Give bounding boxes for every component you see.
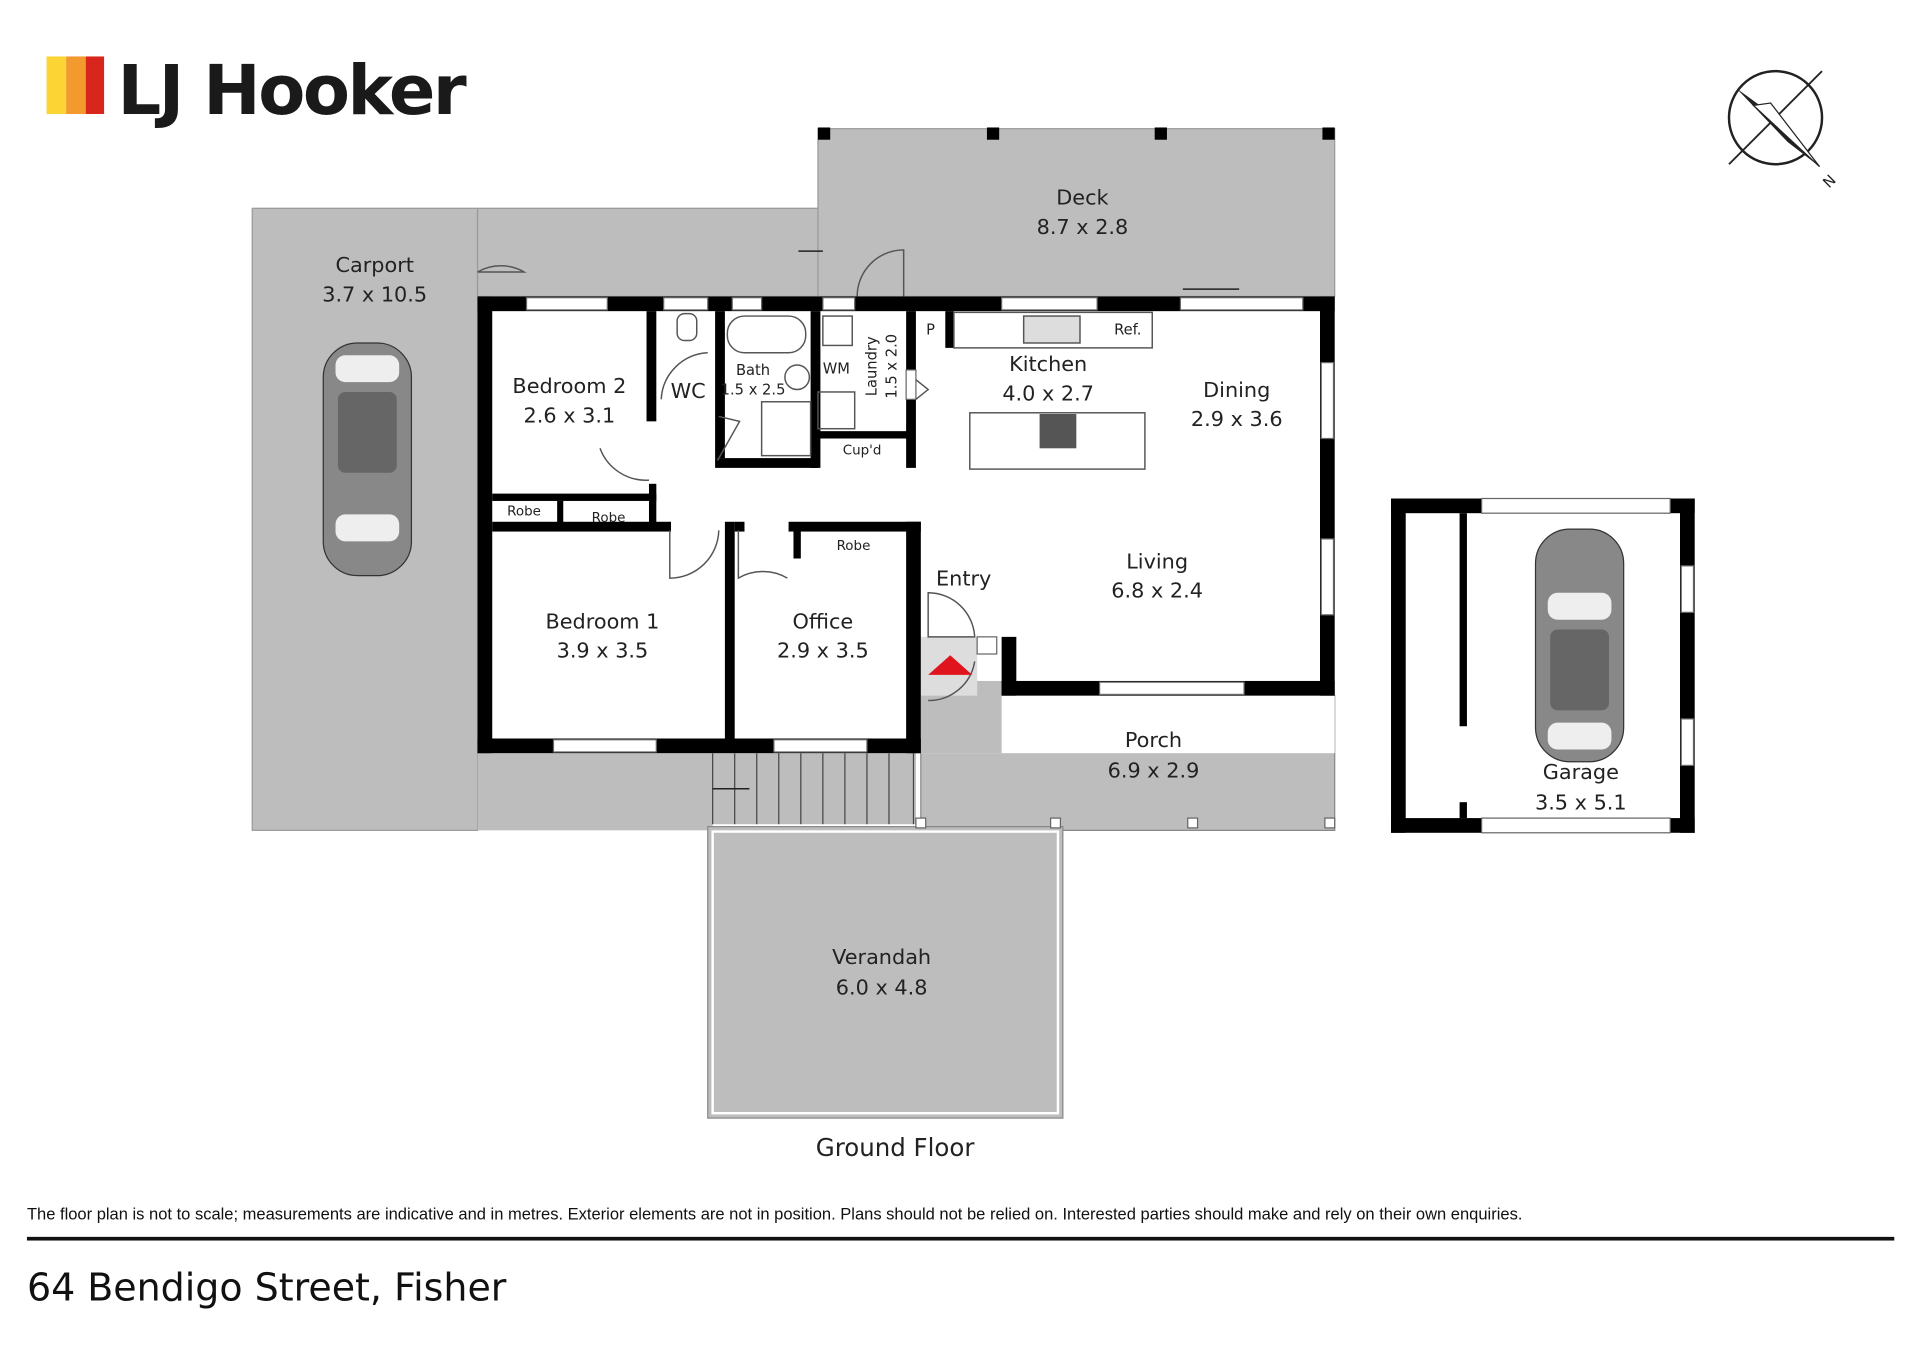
car-icon — [322, 342, 413, 577]
office-size: 2.9 x 3.5 — [777, 639, 869, 663]
windows — [525, 297, 1695, 834]
robe-label: Robe — [507, 505, 541, 520]
deck-size: 8.7 x 2.8 — [1037, 215, 1129, 239]
verandah-size: 6.0 x 4.8 — [836, 975, 928, 999]
porch-size: 6.9 x 2.9 — [1108, 759, 1200, 783]
entry-label: Entry — [936, 566, 991, 590]
kitchen-size: 4.0 x 2.7 — [1002, 382, 1094, 406]
office-label: Office — [792, 609, 853, 633]
laundry-label: Laundry — [864, 336, 881, 396]
verandah-label: Verandah — [832, 945, 931, 969]
garage-size: 3.5 x 5.1 — [1535, 791, 1627, 815]
kitchen-label: Kitchen — [1009, 352, 1087, 376]
ref-label: Ref. — [1114, 321, 1141, 338]
porch-label: Porch — [1125, 728, 1182, 752]
bath-label: Bath — [736, 362, 770, 379]
bedroom2-label: Bedroom 2 — [512, 374, 626, 398]
doors-fixtures — [477, 249, 1240, 790]
exterior-areas — [251, 127, 1336, 1119]
lj-hooker-logo: LJ Hooker — [46, 51, 469, 131]
garage-label: Garage — [1543, 760, 1619, 784]
carport-size: 3.7 x 10.5 — [322, 282, 427, 306]
dining-size: 2.9 x 3.6 — [1191, 407, 1283, 431]
cooktop-icon — [1039, 414, 1077, 449]
entry-marker-icon — [928, 655, 973, 675]
deck-label: Deck — [1056, 186, 1108, 210]
living-size: 6.8 x 2.4 — [1111, 579, 1203, 603]
laundry-size: 1.5 x 2.0 — [883, 334, 900, 399]
cupd-label: Cup'd — [843, 443, 882, 458]
wm-label: WM — [823, 361, 850, 378]
divider — [26, 1236, 1895, 1241]
compass-icon: N — [1727, 69, 1840, 192]
address: 64 Bendigo Street, Fisher — [27, 1266, 507, 1310]
floor-label: Ground Floor — [816, 1133, 976, 1162]
robe-label: Robe — [592, 511, 626, 526]
logo-text: LJ Hooker — [118, 51, 467, 131]
bath-size: 1.5 x 2.5 — [721, 381, 786, 398]
robe-label: Robe — [837, 539, 871, 554]
dining-label: Dining — [1203, 378, 1270, 402]
compass-north-label: N — [1820, 172, 1840, 192]
living-label: Living — [1126, 549, 1188, 573]
wc-label: WC — [671, 379, 706, 403]
bedroom1-size: 3.9 x 3.5 — [557, 639, 649, 663]
disclaimer: The floor plan is not to scale; measurem… — [27, 1205, 1522, 1224]
bedroom1-label: Bedroom 1 — [545, 609, 659, 633]
bedroom2-size: 2.6 x 3.1 — [524, 404, 616, 428]
carport-label: Carport — [335, 253, 413, 277]
car-icon — [1534, 528, 1625, 763]
pantry-label: P — [926, 321, 935, 338]
